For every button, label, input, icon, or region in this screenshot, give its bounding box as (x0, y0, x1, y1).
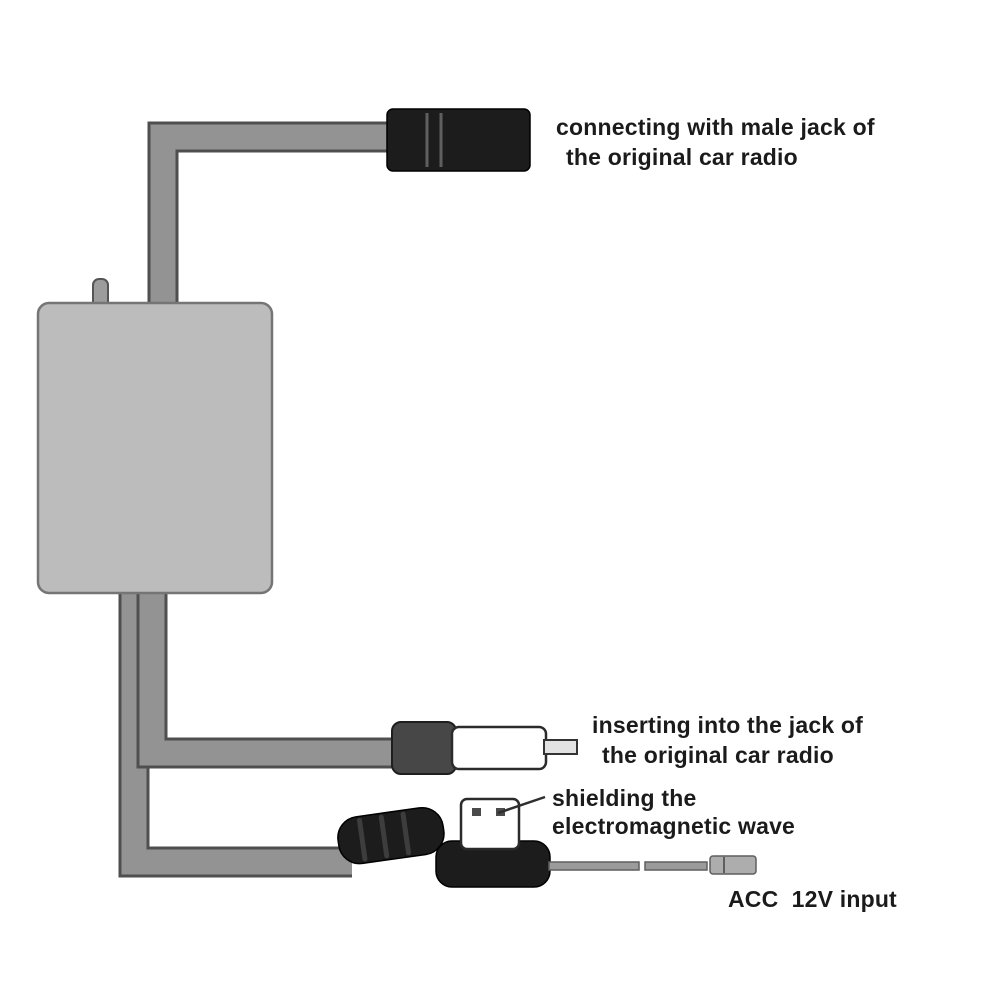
shielded-connector (459, 797, 521, 851)
antenna-plug (391, 721, 578, 775)
label-acc-input: ACC 12V input (728, 886, 897, 912)
label-radio-jack: connecting with male jack of the origina… (556, 112, 875, 172)
antenna-plug-pin (543, 739, 578, 755)
acc-wire (548, 855, 757, 875)
fuse-boot (337, 806, 445, 865)
label-shielding-line2: electromagnetic wave (552, 813, 796, 839)
label-shielding-line1: shielding the (552, 785, 697, 811)
label-shielding: shielding the electromagnetic wave (552, 784, 795, 840)
pointer-line (497, 795, 546, 815)
antenna-plug-collar (391, 721, 457, 775)
power-cable (118, 588, 352, 878)
label-radio-jack-line2: the original car radio (566, 144, 798, 170)
radio-jack-connector (386, 108, 531, 172)
acc-terminal (709, 855, 757, 875)
label-antenna-plug-line1: inserting into the jack of (592, 712, 864, 738)
antenna-cable (136, 588, 400, 769)
label-antenna-plug-line2: the original car radio (602, 742, 834, 768)
label-antenna-plug: inserting into the jack of the original … (592, 710, 863, 770)
label-radio-jack-line1: connecting with male jack of (556, 114, 875, 140)
antenna-plug-body (450, 725, 548, 771)
top-cable (147, 121, 392, 315)
amplifier-box (36, 278, 274, 595)
